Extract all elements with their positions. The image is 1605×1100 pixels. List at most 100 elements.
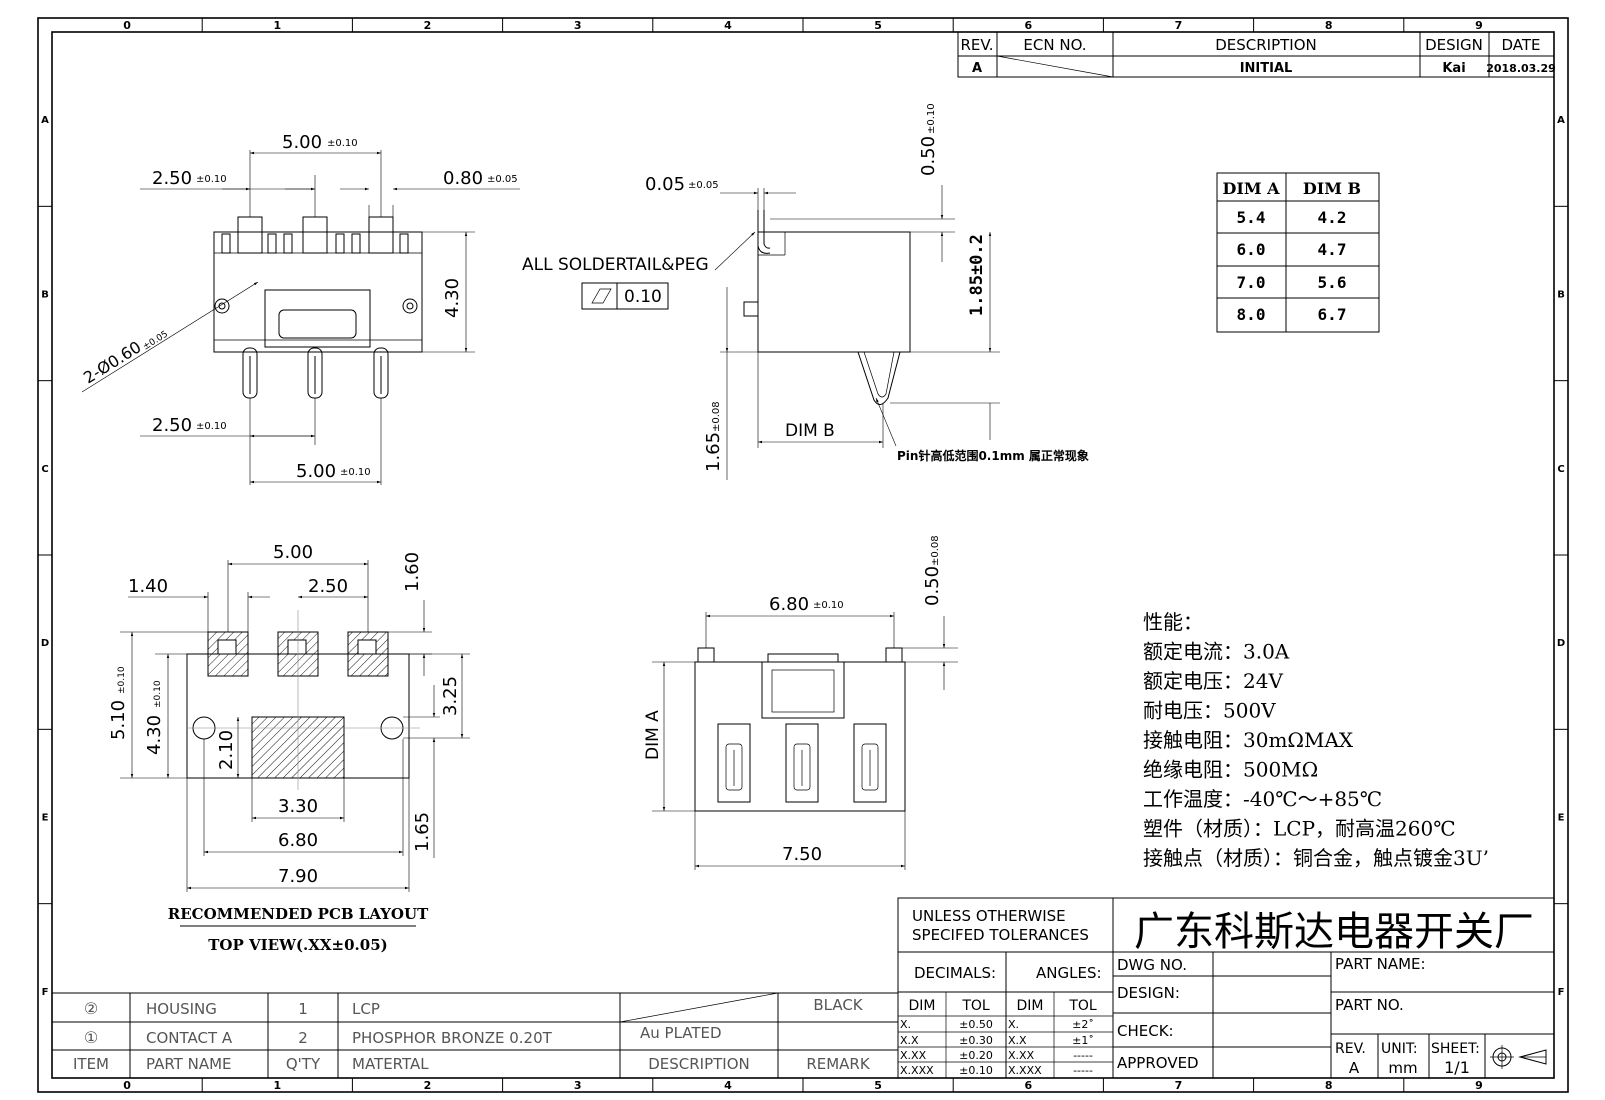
- pcb-dim-2-50: 2.50: [308, 576, 348, 597]
- pcb-dim-2-10: 2.10: [216, 730, 237, 770]
- bottom-dim-5-00: 5.00: [296, 461, 336, 482]
- zone-top-label: 8: [1325, 19, 1333, 32]
- part-no-label: PART NO.: [1335, 996, 1404, 1014]
- zone-top-label: 0: [123, 19, 131, 32]
- angles-header: DIM: [1017, 998, 1044, 1014]
- top-dim-0-80: 0.80: [443, 168, 483, 189]
- dim-table-cell: 5.6: [1318, 273, 1347, 292]
- zone-bottom-label: 3: [574, 1079, 582, 1092]
- spec-line: 接触电阻：30mΩMAX: [1143, 728, 1354, 752]
- rev-value-block: A: [1349, 1059, 1360, 1077]
- sheet-value: 1/1: [1444, 1058, 1470, 1077]
- zone-left-label: A: [41, 115, 49, 126]
- zone-bottom-label: 7: [1175, 1079, 1183, 1092]
- ecn-header: ECN NO.: [1023, 36, 1086, 54]
- bom-header-part: PART NAME: [146, 1055, 232, 1073]
- bom-description: Au PLATED: [640, 1024, 722, 1042]
- decimals-dim: X.: [900, 1018, 911, 1031]
- decimals-tol: ±0.50: [959, 1018, 993, 1031]
- side-dim-0-50-tol: ±0.10: [926, 103, 937, 134]
- decimals-tol: ±0.10: [959, 1064, 993, 1077]
- dim-table-cell: 8.0: [1237, 305, 1266, 324]
- angles-dim: X.: [1008, 1018, 1019, 1031]
- spec-line: 性能：: [1143, 610, 1203, 634]
- zone-right-label: D: [1557, 638, 1565, 649]
- soldertail-callout: ALL SOLDERTAIL&PEG: [522, 255, 709, 275]
- zone-bottom-label: 2: [424, 1079, 432, 1092]
- dim-table-cell: 7.0: [1237, 273, 1266, 292]
- decimals-dim: X.XXX: [900, 1064, 934, 1077]
- zone-top-label: 9: [1475, 19, 1483, 32]
- zone-right-label: F: [1558, 987, 1565, 998]
- dim-table-cell: 4.7: [1318, 240, 1347, 259]
- zone-bottom-label: 4: [724, 1079, 732, 1092]
- design-label: DESIGN:: [1117, 984, 1180, 1002]
- pcb-dim-4-30-tol: ±0.10: [153, 680, 163, 708]
- zone-bottom-label: 5: [874, 1079, 882, 1092]
- description-header: DESCRIPTION: [1215, 36, 1317, 54]
- flatness-value: 0.10: [624, 287, 662, 307]
- angles-tol: -----: [1073, 1049, 1093, 1062]
- angles-label: ANGLES:: [1036, 964, 1102, 982]
- pcb-title: RECOMMENDED PCB LAYOUT: [168, 905, 429, 923]
- top-dim-5-00-tol: ±0.10: [327, 138, 358, 149]
- zone-top-label: 3: [574, 19, 582, 32]
- front-view: 6.80 ±0.10 0.50 ±0.08 DIM A 7.50: [643, 535, 958, 870]
- bom-qty: 1: [298, 1000, 308, 1018]
- pcb-dim-5-10-tol: ±0.10: [117, 666, 127, 694]
- decimals-header: DIM: [909, 998, 936, 1014]
- pcb-dim-5-00: 5.00: [273, 542, 313, 563]
- part-name-label: PART NAME:: [1335, 955, 1426, 973]
- front-dim-0-50: 0.50: [922, 566, 943, 606]
- zone-top-label: 4: [724, 19, 732, 32]
- dim-table-header: DIM B: [1303, 179, 1361, 198]
- zone-right-label: E: [1558, 813, 1565, 824]
- check-label: CHECK:: [1117, 1022, 1174, 1040]
- description-value: INITIAL: [1240, 61, 1293, 76]
- angles-header: TOL: [1068, 998, 1097, 1014]
- front-dim-0-50-tol: ±0.08: [930, 535, 941, 566]
- zone-bottom-label: 0: [123, 1079, 131, 1092]
- side-dim-1-65-tol: ±0.08: [711, 401, 722, 432]
- front-dim-a: DIM A: [643, 710, 663, 760]
- bom-part-name: CONTACT A: [146, 1029, 233, 1047]
- spec-line: 绝缘电阻：500MΩ: [1143, 758, 1318, 782]
- bom-part-name: HOUSING: [146, 1000, 217, 1018]
- spec-line: 额定电压：24V: [1143, 669, 1283, 693]
- projection-symbol-icon: [1490, 1045, 1547, 1069]
- bom-remark: BLACK: [813, 996, 863, 1014]
- pin-note: Pin针高低范围0.1mm 属正常现象: [897, 448, 1089, 463]
- front-dim-6-80: 6.80: [769, 594, 809, 615]
- pcb-dim-6-80: 6.80: [278, 830, 318, 851]
- zone-top-label: 7: [1175, 19, 1183, 32]
- pcb-dim-1-40: 1.40: [128, 576, 168, 597]
- zone-bottom-label: 9: [1475, 1079, 1483, 1092]
- bottom-dim-2-50: 2.50: [152, 415, 192, 436]
- bom-header-item: ITEM: [73, 1055, 109, 1073]
- approved-label: APPROVED: [1117, 1054, 1199, 1072]
- sheet-label: SHEET:: [1431, 1041, 1480, 1057]
- pcb-dim-1-65: 1.65: [412, 812, 433, 852]
- zone-top-label: 1: [273, 19, 281, 32]
- bottom-dim-5-00-tol: ±0.10: [340, 467, 371, 478]
- revision-block: REV. ECN NO. DESCRIPTION DESIGN DATE A I…: [957, 31, 1556, 78]
- side-dim-0-50: 0.50: [918, 136, 939, 176]
- decimals-label: DECIMALS:: [914, 964, 996, 982]
- zone-left-label: C: [41, 464, 48, 475]
- pcb-dim-5-10: 5.10: [108, 700, 129, 740]
- rev-label: REV.: [1335, 1041, 1366, 1057]
- angles-tol: ±2˚: [1072, 1018, 1094, 1031]
- rev-header: REV.: [961, 36, 994, 54]
- rev-value: A: [972, 61, 982, 76]
- bom-material: PHOSPHOR BRONZE 0.20T: [352, 1029, 553, 1047]
- dim-table-cell: 5.4: [1237, 208, 1266, 227]
- top-dim-5-00: 5.00: [282, 132, 322, 153]
- dwg-no-label: DWG NO.: [1117, 956, 1187, 974]
- unit-value: mm: [1388, 1059, 1417, 1077]
- zone-left-label: D: [41, 638, 49, 649]
- dim-table-header: DIM A: [1222, 179, 1280, 198]
- top-dim-4-30: 4.30: [442, 278, 463, 318]
